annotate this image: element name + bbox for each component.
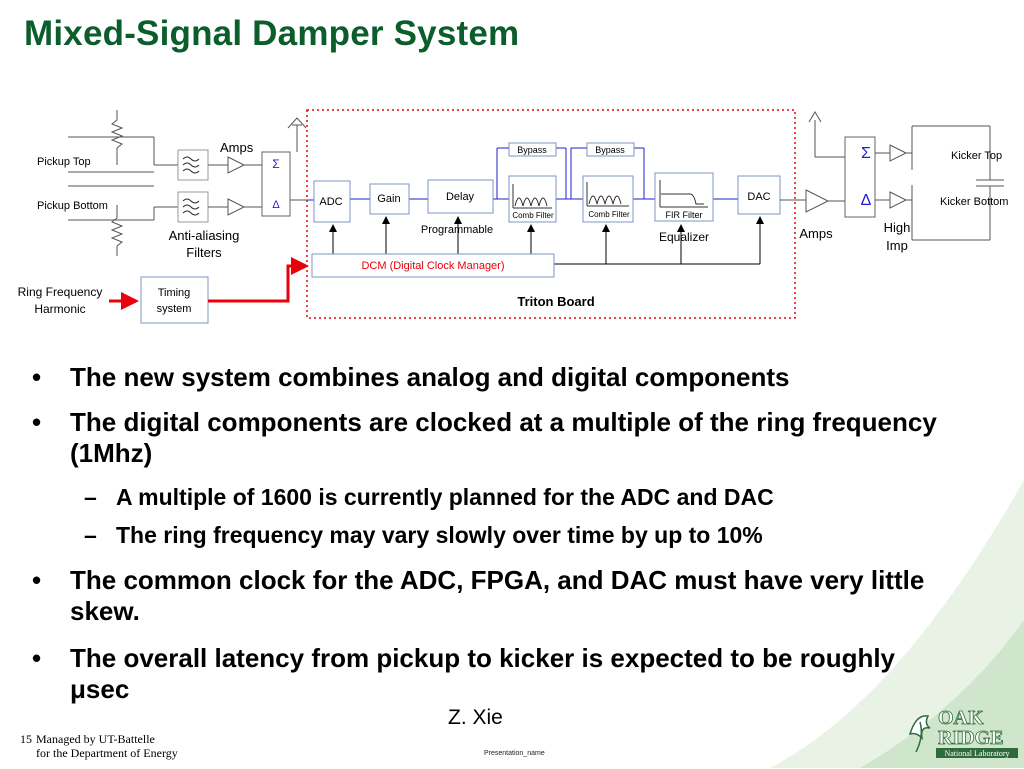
footer-left: 15 Managed by UT-Battelle for the Departm… <box>20 732 178 760</box>
sigma-left-icon: Σ <box>272 157 279 171</box>
amp-left-bottom <box>227 198 246 216</box>
bullet-dot-icon: • <box>32 565 42 595</box>
sub-bullet-text: The ring frequency may vary slowly over … <box>116 522 763 548</box>
author-name: Z. Xie <box>448 706 503 729</box>
triton-board-boundary <box>306 109 796 319</box>
comb-filter-2-label: Comb Filter <box>588 210 630 219</box>
comb-filter-1-label: Comb Filter <box>512 211 554 220</box>
amps-left-label: Amps <box>220 140 254 155</box>
delay-label: Delay <box>446 191 475 203</box>
bullet-dot-icon: • <box>32 643 42 673</box>
anti-aliasing-label-1: Anti-aliasing <box>169 228 240 243</box>
bullet-item: • The overall latency from pickup to kic… <box>30 643 960 705</box>
bypass-2-box <box>586 142 635 157</box>
pickup-network <box>68 110 178 256</box>
amp-right <box>805 189 830 213</box>
footer-presentation-name: Presentation_name <box>484 750 545 757</box>
fir-filter-block <box>654 172 714 222</box>
bullet-text: The common clock for the ADC, FPGA, and … <box>70 565 925 626</box>
clock-arrows <box>329 216 764 265</box>
adc-label: ADC <box>319 196 342 208</box>
delta-left-icon: Δ <box>272 199 280 211</box>
logo-line-3: National Laboratory <box>944 749 1009 758</box>
adc-block <box>313 180 351 223</box>
kicker-top-label: Kicker Top <box>951 150 1002 162</box>
bullet-dot-icon: • <box>32 362 42 392</box>
bullet-item: • The new system combines analog and dig… <box>30 362 960 393</box>
pickup-bottom-label: Pickup Bottom <box>37 200 108 212</box>
bullet-text: The overall latency from pickup to kicke… <box>70 643 917 704</box>
delta-right-icon: Δ <box>861 192 872 209</box>
bullet-text: The digital components are clocked at a … <box>70 407 937 468</box>
comb-filter-2-block <box>582 175 634 223</box>
oak-ridge-logo: OAK RIDGE National Laboratory <box>902 700 1022 769</box>
gain-block <box>369 183 410 215</box>
dac-label: DAC <box>747 191 770 203</box>
triton-board-label: Triton Board <box>517 294 594 309</box>
dash-icon: – <box>84 484 97 510</box>
bypass-2-label: Bypass <box>595 145 625 155</box>
anti-aliasing-filter-bottom <box>177 191 209 223</box>
clock-feed-line <box>208 257 309 303</box>
timing-system-block <box>140 276 209 324</box>
programmable-label: Programmable <box>421 224 493 236</box>
kicker-network <box>906 125 1004 241</box>
slide-title: Mixed-Signal Damper System <box>24 14 520 53</box>
sub-bullet-item: – A multiple of 1600 is currently planne… <box>30 483 960 511</box>
dac-block <box>737 175 781 215</box>
bullet-list: • The new system combines analog and dig… <box>30 362 960 719</box>
ring-frequency-label-1: Ring Frequency <box>18 285 103 299</box>
leaf-icon <box>908 715 931 753</box>
hybrid-right <box>844 136 876 218</box>
block-diagram: Pickup Top Pickup Bottom Amps Anti-alias… <box>18 109 1008 324</box>
timing-label-1: Timing <box>158 287 191 299</box>
kicker-bottom-label: Kicker Bottom <box>940 196 1008 208</box>
hybrid-left <box>261 151 291 217</box>
sigma-right-icon: Σ <box>861 145 871 162</box>
fir-filter-label: FIR Filter <box>666 210 703 220</box>
anti-aliasing-label-2: Filters <box>186 245 222 260</box>
amps-right-label: Amps <box>799 226 833 241</box>
footer-line-1: Managed by UT-Battelle <box>36 732 155 746</box>
delay-block <box>427 179 494 214</box>
equalizer-label: Equalizer <box>659 230 709 244</box>
timing-label-2: system <box>157 303 192 315</box>
pickup-top-label: Pickup Top <box>37 156 91 168</box>
dcm-label: DCM (Digital Clock Manager) <box>361 260 504 272</box>
dcm-block <box>311 253 555 278</box>
gain-label: Gain <box>377 193 400 205</box>
amp-left-top <box>227 156 246 174</box>
sub-bullet-text: A multiple of 1600 is currently planned … <box>116 484 774 510</box>
footer-line-2: for the Department of Energy <box>36 746 178 760</box>
bullet-dot-icon: • <box>32 407 42 437</box>
bullet-item: • The common clock for the ADC, FPGA, an… <box>30 565 960 627</box>
ring-frequency-label-2: Harmonic <box>34 302 85 316</box>
amp-right-top <box>889 144 908 162</box>
logo-line-1: OAK <box>938 707 984 729</box>
bullet-text: The new system combines analog and digit… <box>70 362 790 392</box>
sub-bullet-item: – The ring frequency may vary slowly ove… <box>30 521 960 549</box>
logo-line-2: RIDGE <box>938 727 1004 749</box>
bypass-1-box <box>508 142 557 157</box>
amp-right-bottom <box>889 191 908 209</box>
comb-filter-1-block <box>508 175 557 223</box>
page-number: 15 <box>20 732 32 746</box>
dash-icon: – <box>84 522 97 548</box>
bullet-item: • The digital components are clocked at … <box>30 407 960 469</box>
high-imp-label-1: High <box>884 220 911 235</box>
high-imp-label-2: Imp <box>886 238 908 253</box>
bypass-1-label: Bypass <box>517 145 547 155</box>
